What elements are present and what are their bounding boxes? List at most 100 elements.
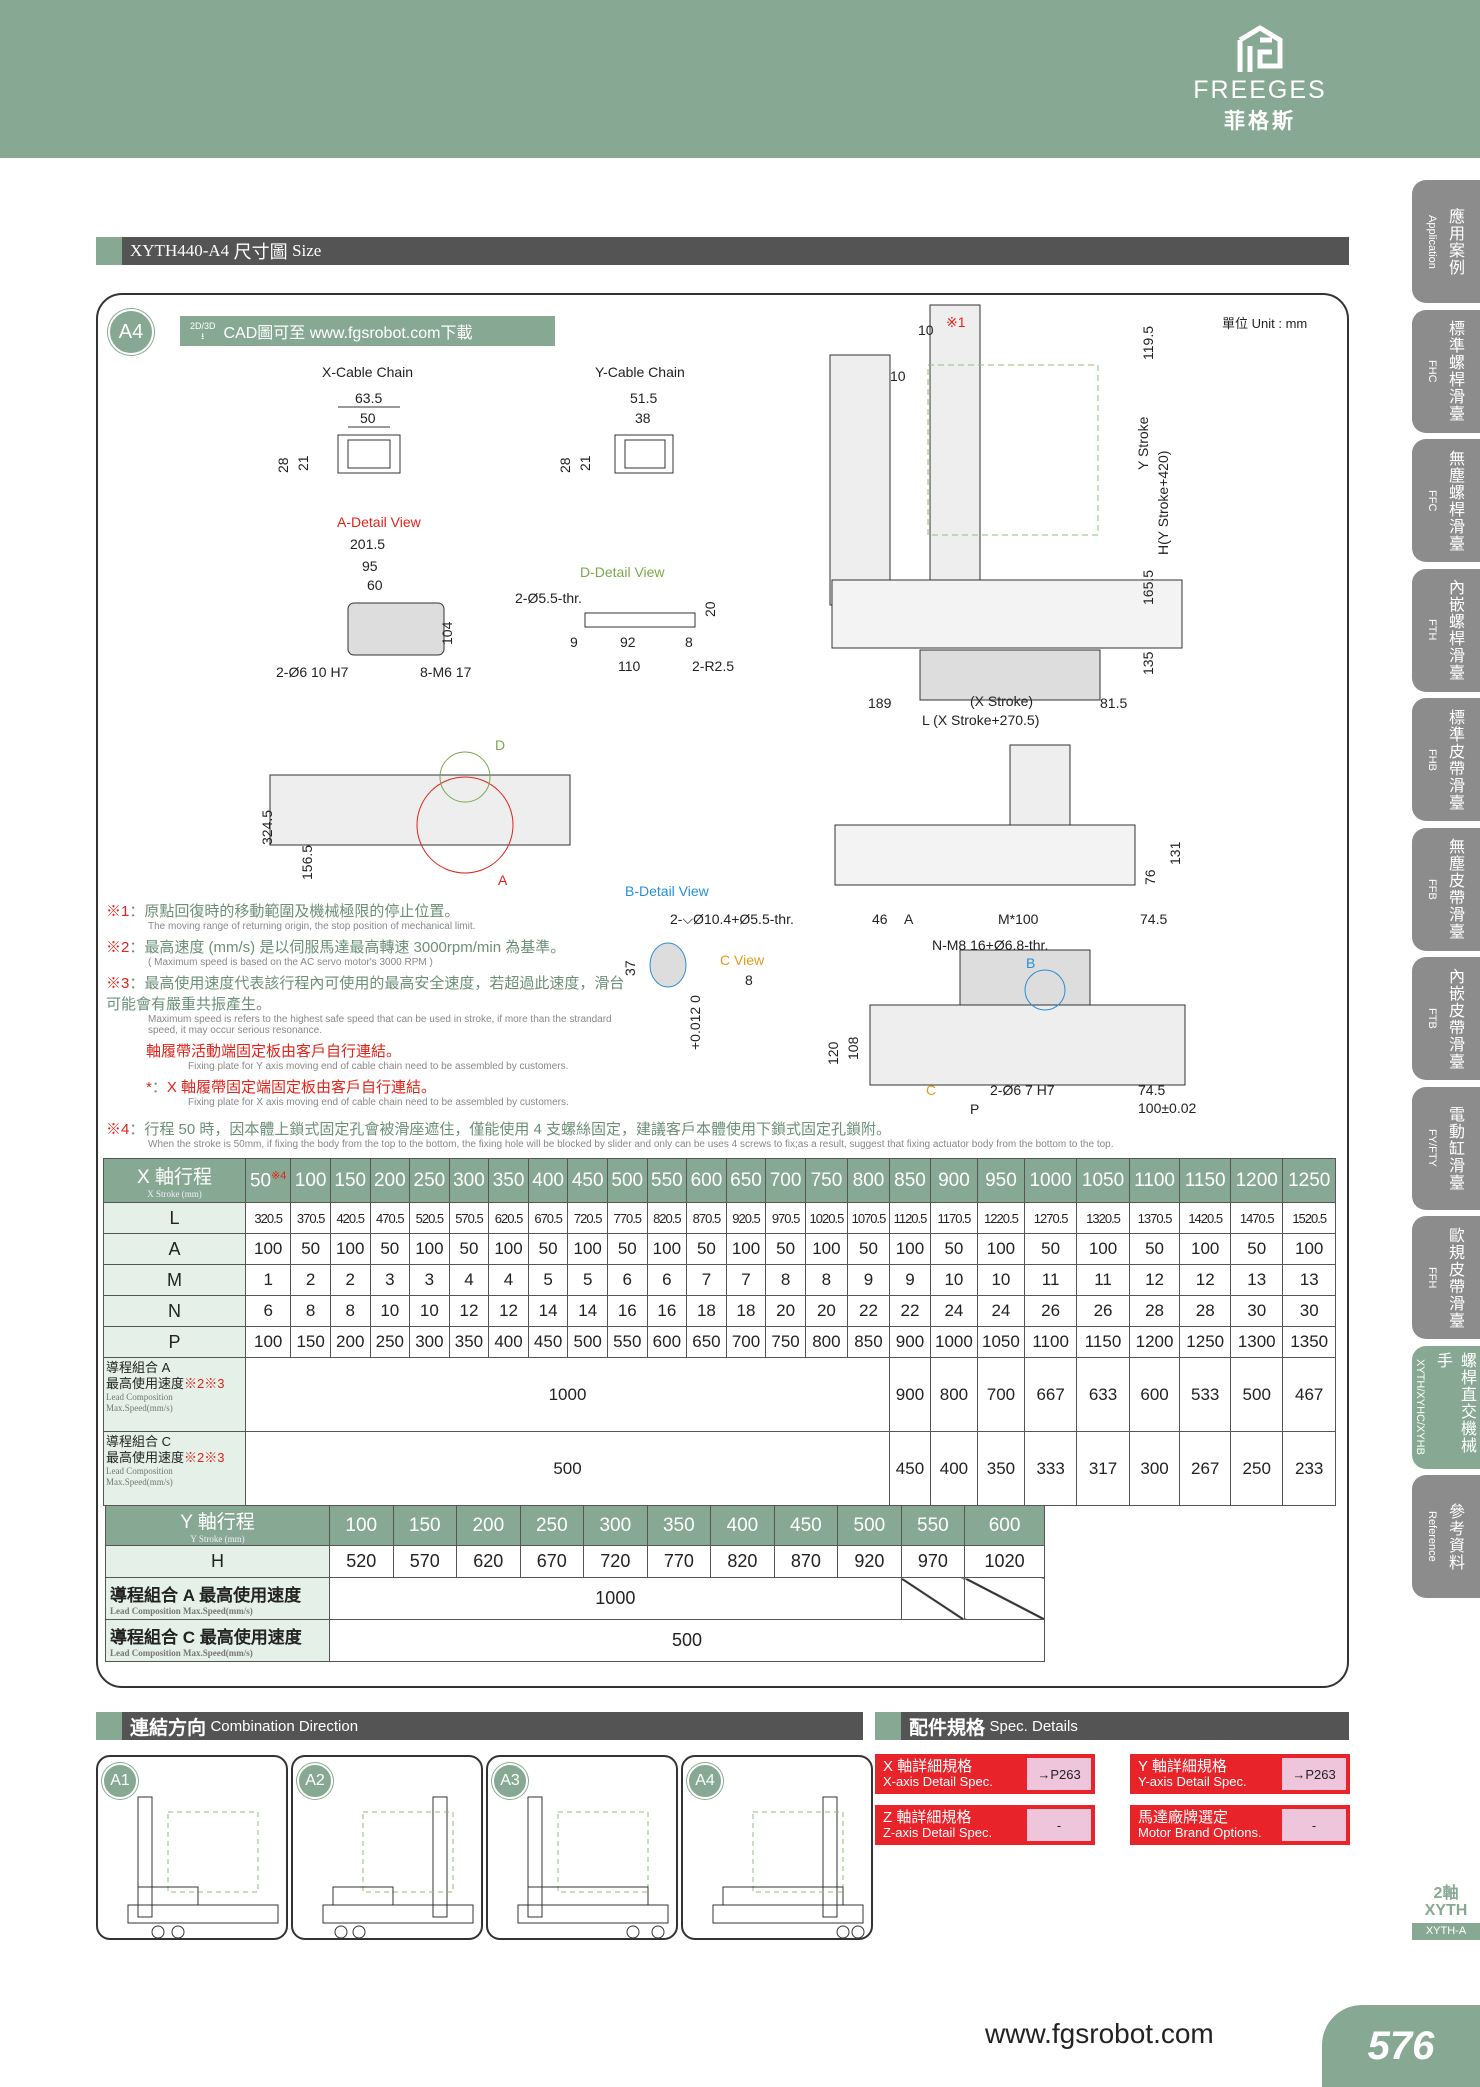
label: 119.5 <box>1140 326 1156 360</box>
value-cell: 50 <box>1230 1233 1284 1265</box>
combination-option[interactable]: A1 <box>96 1755 288 1940</box>
speed-cell: 267 <box>1179 1431 1232 1506</box>
label: 250 <box>413 1169 446 1191</box>
value-cell: 1220.5 <box>976 1202 1025 1234</box>
label: N-M8 16+Ø6.8-thr. <box>932 937 1048 953</box>
speed-cell: 900 <box>889 1357 931 1432</box>
value-cell: 1150 <box>1076 1326 1130 1358</box>
value-cell: 350 <box>448 1326 490 1358</box>
value-cell: 920 <box>837 1545 902 1578</box>
value-cell: 620.5 <box>488 1202 529 1234</box>
label: 1100 <box>1134 1169 1175 1191</box>
value-cell: 900 <box>889 1326 931 1358</box>
value-cell: 3 <box>409 1264 450 1296</box>
value-cell: 1120.5 <box>889 1202 931 1234</box>
value-cell: 4 <box>488 1264 529 1296</box>
label: 201.5 <box>350 536 385 552</box>
speed-cell: 400 <box>929 1431 978 1506</box>
speed-cell: 533 <box>1179 1357 1232 1432</box>
note-item: ※3：最高使用速度代表該行程內可使用的最高安全速度，若超過此速度，滑台可能會有嚴… <box>106 972 636 1036</box>
stroke-cell: 650 <box>725 1158 767 1203</box>
speed-cell: 500 <box>1230 1357 1284 1432</box>
cad-download-text[interactable]: CAD圖可至 www.fgsrobot.com下載 <box>223 325 473 342</box>
value-cell: 1520.5 <box>1282 1202 1336 1234</box>
value-cell: 1170.5 <box>929 1202 978 1234</box>
footer-url[interactable]: www.fgsrobot.com <box>985 2018 1214 2049</box>
value-cell: 820.5 <box>646 1202 688 1234</box>
value-cell: 470.5 <box>369 1202 411 1234</box>
label: Z-axis Detail Spec. <box>883 1825 993 1840</box>
label: +0.012 0 <box>687 995 703 1050</box>
label: 46 <box>872 911 888 927</box>
value-cell: 7 <box>686 1264 727 1296</box>
label: 156.5 <box>299 845 315 880</box>
label: ( Maximum speed is based on the AC servo… <box>148 957 433 968</box>
value-cell: 50 <box>846 1233 891 1265</box>
label: 104 <box>439 621 455 645</box>
value-cell: 50 <box>527 1233 569 1265</box>
combination-diagram-icon <box>517 1796 669 1939</box>
value-cell: 500 <box>567 1326 608 1358</box>
label: A <box>498 872 508 888</box>
label: 51.5 <box>630 390 657 406</box>
combination-option[interactable]: A2 <box>291 1755 483 1940</box>
not-available-cell <box>900 1577 966 1620</box>
label: 150 <box>334 1169 367 1191</box>
row-label: H <box>105 1545 330 1578</box>
speed-cell: 700 <box>976 1357 1025 1432</box>
label: 1150 <box>1184 1169 1226 1191</box>
stroke-cell: 1200 <box>1230 1158 1284 1203</box>
value-cell: 1100 <box>1023 1326 1078 1358</box>
label: P <box>970 1101 979 1117</box>
label: 650 <box>730 1169 762 1191</box>
label: 8 <box>685 634 693 650</box>
value-cell: 670.5 <box>527 1202 569 1234</box>
value-cell: 5 <box>567 1264 608 1296</box>
value-cell: 100 <box>244 1326 292 1358</box>
combination-option[interactable]: A3 <box>486 1755 678 1940</box>
label: FTH <box>1426 619 1438 641</box>
speed-cell: 800 <box>929 1357 978 1432</box>
stroke-cell: 50※4 <box>244 1158 292 1203</box>
label: 100 <box>294 1169 327 1191</box>
combination-option[interactable]: A4 <box>681 1755 873 1940</box>
combination-badge: A4 <box>687 1763 723 1799</box>
stroke-cell: 850 <box>889 1158 931 1203</box>
label: Y-Cable Chain <box>595 364 685 380</box>
label: ※1 <box>946 314 966 330</box>
label: FY/FTY <box>1426 1129 1438 1167</box>
page-number: 576 <box>1322 2005 1480 2087</box>
label: Fixing plate for Y axis moving end of ca… <box>188 1061 569 1072</box>
label: 導程組合 A <box>106 1360 171 1375</box>
value-cell: 570.5 <box>448 1202 490 1234</box>
label: 92 <box>620 634 636 650</box>
value-cell: 870 <box>773 1545 839 1578</box>
value-cell: 1050 <box>976 1326 1025 1358</box>
value-cell: 100 <box>567 1233 608 1265</box>
value-cell: 100 <box>244 1233 292 1265</box>
value-cell: 520.5 <box>409 1202 450 1234</box>
stroke-cell: 250 <box>519 1505 585 1546</box>
label: 189 <box>868 695 892 711</box>
label: X-axis Detail Spec. <box>883 1774 993 1789</box>
label: →P263 <box>1282 1758 1346 1790</box>
label: A-Detail View <box>337 514 422 530</box>
cad-download-banner[interactable]: 2D/3D⭳ CAD圖可至 www.fgsrobot.com下載 <box>180 316 555 346</box>
